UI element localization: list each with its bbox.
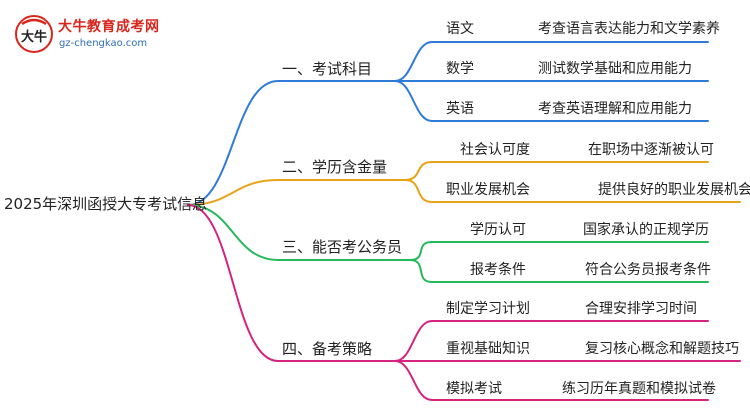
leaf-link <box>409 259 433 283</box>
leaf-desc: 考查语言表达能力和文学素养 <box>538 21 720 37</box>
root-link <box>187 204 279 362</box>
leaf-desc: 练习历年真题和模拟试卷 <box>562 381 716 397</box>
leaf-name: 制定学习计划 <box>446 301 530 317</box>
leaf-name: 学历认可 <box>470 222 526 238</box>
site-logo[interactable]: 大牛 大牛教育成考网 gz-chengkao.com <box>14 14 174 58</box>
leaf-name: 模拟考试 <box>446 381 502 397</box>
leaf-link <box>404 179 433 203</box>
leaf-name: 报考条件 <box>470 262 526 278</box>
leaf-name: 数学 <box>446 61 474 77</box>
leaf-name: 职业发展机会 <box>446 182 530 198</box>
leaf-link <box>394 41 433 82</box>
logo-url: gz-chengkao.com <box>59 38 148 49</box>
leaf-desc: 在职场中逐渐被认可 <box>588 142 714 158</box>
leaf-desc: 测试数学基础和应用能力 <box>538 61 692 77</box>
leaf-name: 重视基础知识 <box>446 341 530 357</box>
leaf-link <box>409 241 433 261</box>
bull-logo-icon: 大牛 <box>15 15 53 53</box>
leaf-name: 社会认可度 <box>460 142 530 158</box>
branch-degree-value: 二、学历含金量 <box>282 158 388 176</box>
leaf-link <box>394 80 433 122</box>
logo-mark-text: 大牛 <box>21 29 47 45</box>
leaf-desc: 提供良好的职业发展机会 <box>598 182 750 198</box>
branch-civil-service: 三、能否考公务员 <box>282 238 403 256</box>
leaf-desc: 国家承认的正规学历 <box>583 222 709 238</box>
leaf-name: 英语 <box>446 101 474 117</box>
root-link <box>187 80 279 206</box>
leaf-link <box>394 320 433 362</box>
leaf-desc: 复习核心概念和解题技巧 <box>585 341 739 357</box>
leaf-desc: 考查英语理解和应用能力 <box>538 101 692 117</box>
branch-exam-subjects: 一、考试科目 <box>282 60 373 78</box>
leaf-name: 语文 <box>446 21 474 37</box>
root-link <box>187 179 279 206</box>
leaf-link <box>404 161 433 181</box>
branch-study-strategy: 四、备考策略 <box>282 340 373 358</box>
logo-name: 大牛教育成考网 <box>58 19 160 35</box>
root-node: 2025年深圳函授大专考试信息 <box>4 195 208 213</box>
leaf-link <box>394 360 433 401</box>
leaf-desc: 符合公务员报考条件 <box>585 262 711 278</box>
leaf-desc: 合理安排学习时间 <box>585 301 697 317</box>
root-link <box>187 204 279 261</box>
